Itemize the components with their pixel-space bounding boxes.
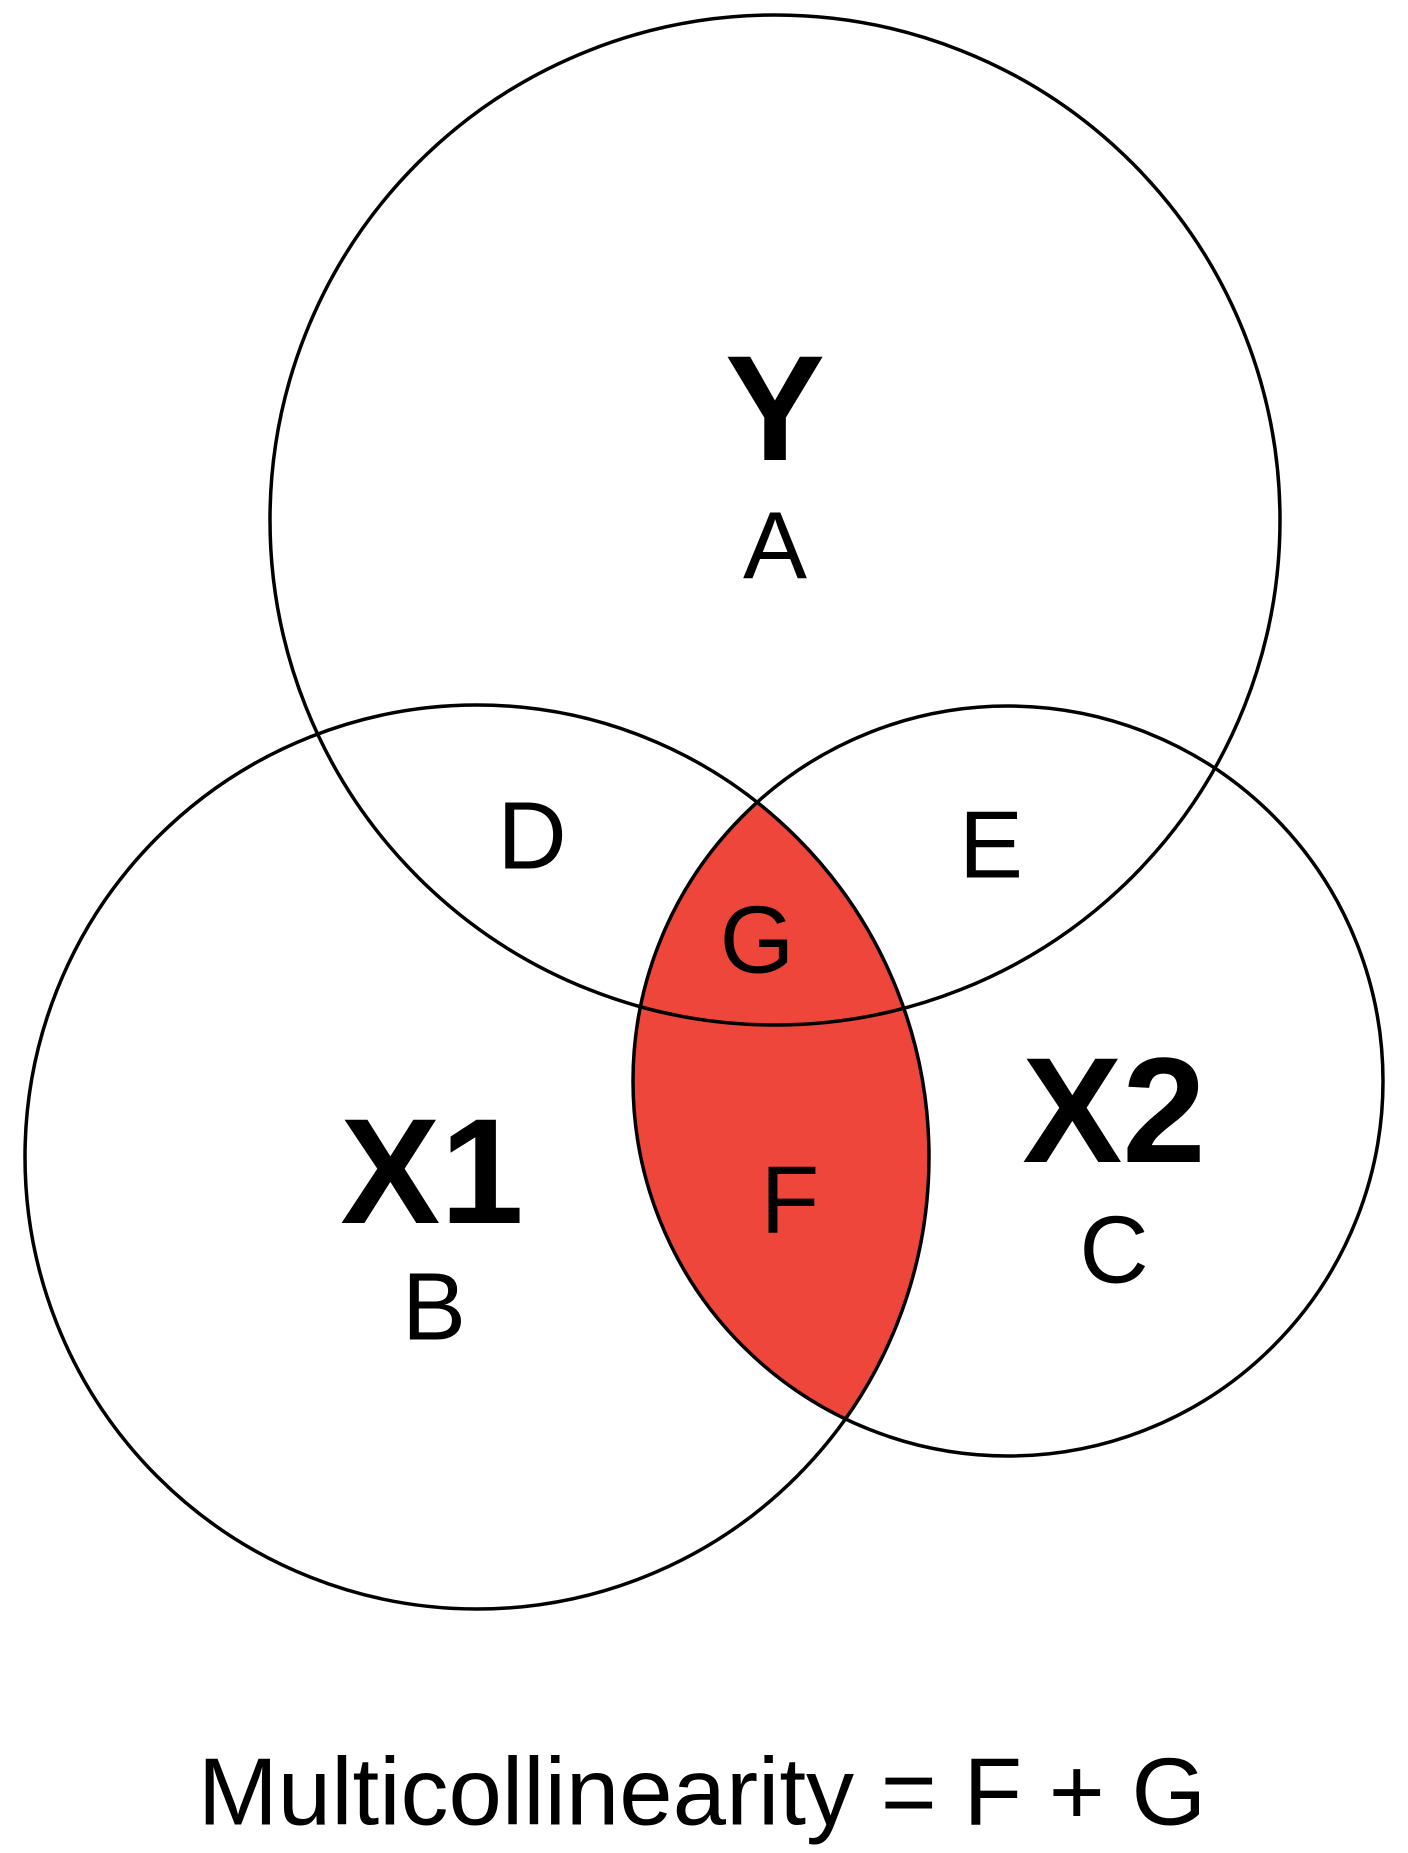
- label-x2: X2: [1022, 1026, 1205, 1194]
- label-e: E: [959, 792, 1023, 899]
- label-a: A: [743, 493, 807, 600]
- caption: Multicollinearity = F + G: [198, 1739, 1206, 1846]
- label-f: F: [761, 1147, 820, 1254]
- overlap-x1-x2-fill: [633, 706, 929, 1456]
- label-c: C: [1079, 1197, 1148, 1304]
- circle-x2: [631, 704, 1385, 1458]
- label-b: B: [402, 1254, 466, 1361]
- circle-y: [268, 13, 1282, 1027]
- label-d: D: [497, 783, 566, 890]
- circle-x1: [23, 703, 931, 1611]
- label-x1: X1: [340, 1087, 523, 1255]
- label-y: Y: [725, 324, 825, 492]
- label-g: G: [720, 887, 795, 994]
